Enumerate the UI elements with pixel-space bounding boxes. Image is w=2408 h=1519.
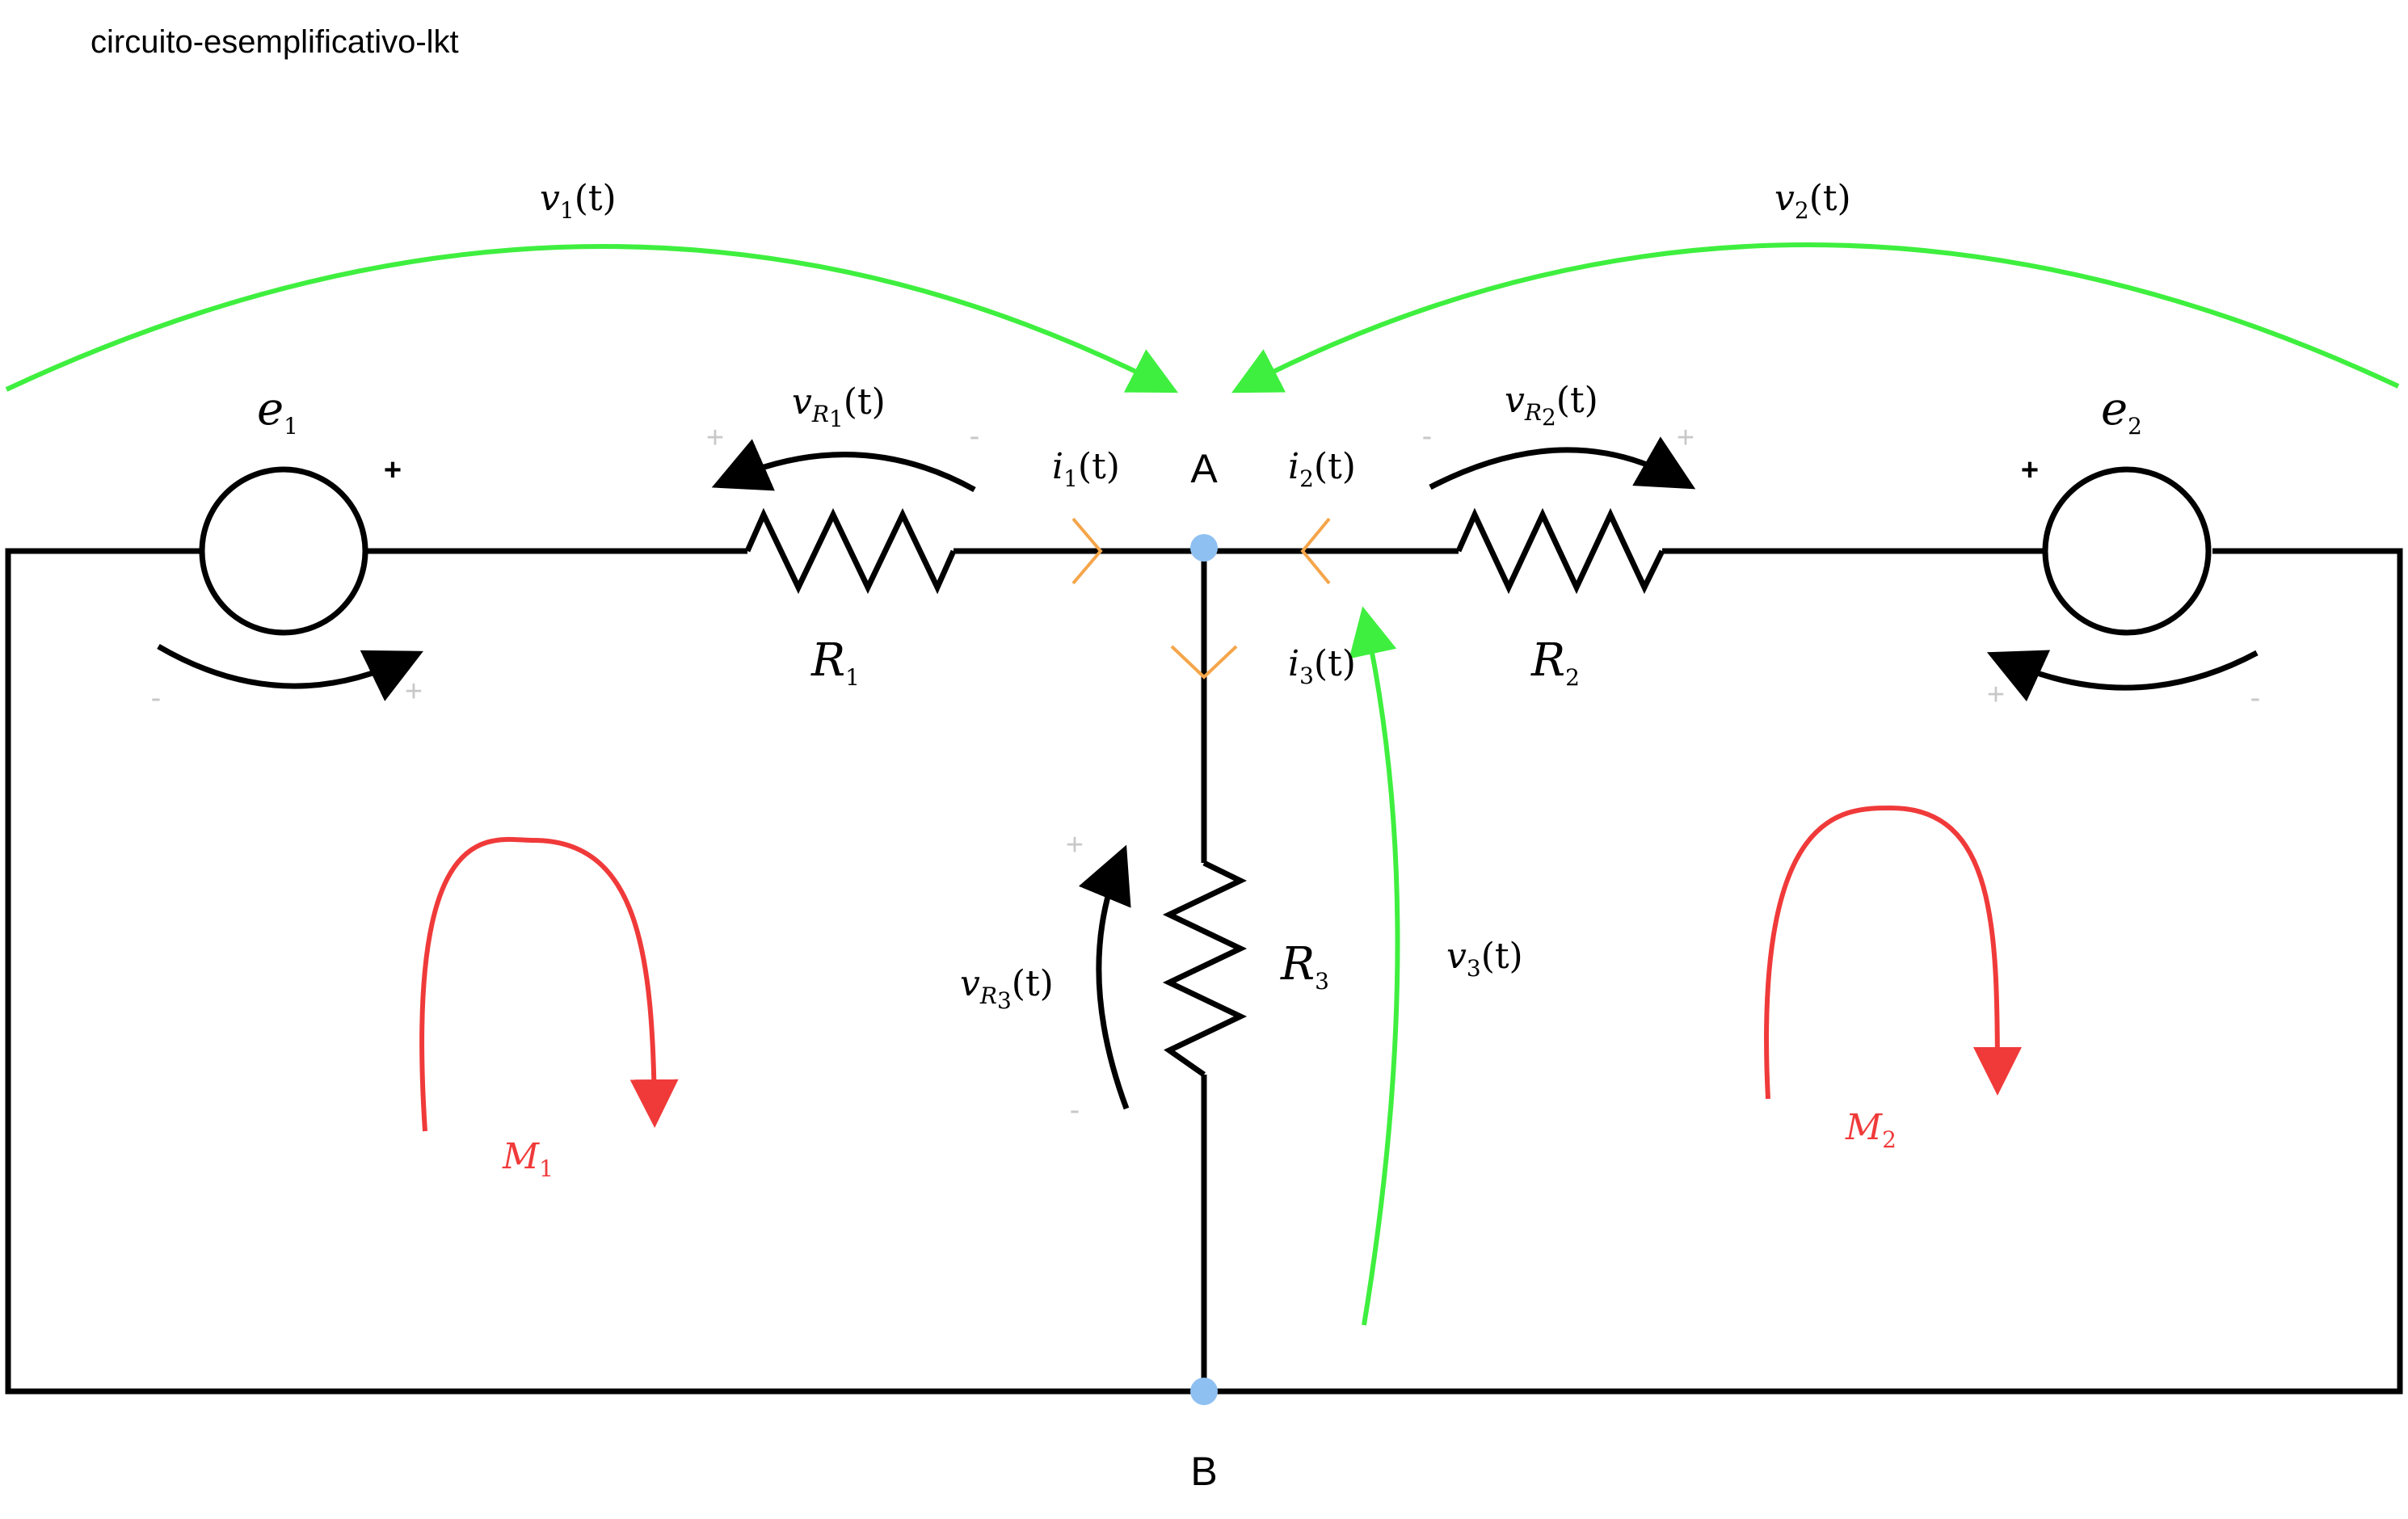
current-i1-label: i1(t) (1052, 446, 1120, 492)
wire-right-loop (1204, 548, 2403, 1395)
voltage-source-e2-symbol (2042, 466, 2212, 636)
source-e1-label: e1 (257, 383, 298, 440)
node-a-dot (1190, 534, 1218, 562)
node-b-label: B (1190, 1449, 1217, 1494)
resistor-r3-label: R3 (1280, 938, 1329, 995)
source-e2-label: e2 (2101, 383, 2142, 440)
resistor-r1-label: R1 (810, 634, 860, 691)
voltage-e1-arrow (157, 643, 423, 701)
voltage-v1-label: v1(t) (540, 178, 617, 224)
voltage-vr3-arrow (1078, 844, 1131, 1110)
e2-arrow-plus-sign: + (1987, 678, 2005, 712)
voltage-vr2-label: vR2(t) (1505, 380, 1598, 431)
voltage-v3-label: v3(t) (1446, 936, 1523, 982)
resistor-r2-label: R2 (1530, 634, 1580, 691)
circuit-wires (5, 548, 2403, 1395)
vr3-minus-sign: - (1070, 1093, 1080, 1127)
resistor-r2-symbol (1455, 507, 1665, 595)
wire-left-loop (5, 548, 1204, 1395)
current-i2-marker (1300, 517, 1331, 585)
voltage-vr3-label: vR3(t) (960, 963, 1054, 1014)
voltage-e2-arrow (1986, 650, 2259, 702)
source-e2-plus-sign: + (2021, 453, 2039, 487)
mesh-m1-label: M1 (502, 1136, 554, 1182)
e1-arrow-minus-sign: - (151, 681, 162, 715)
source-e1-plus-sign: + (384, 453, 402, 487)
mesh-m2-label: M2 (1845, 1107, 1897, 1153)
current-i2-label: i2(t) (1288, 446, 1356, 492)
mesh-m2-arrow (1764, 805, 2022, 1100)
vr1-minus-sign: - (970, 419, 980, 453)
voltage-v2-label: v2(t) (1774, 178, 1851, 224)
node-a-label: A (1190, 446, 1218, 491)
voltage-v2-arrow (1231, 242, 2400, 393)
voltage-vr1-label: vR1(t) (792, 381, 886, 432)
voltage-v1-arrow (5, 244, 1179, 393)
vr1-plus-sign: + (706, 421, 724, 455)
current-i3-marker (1170, 645, 1238, 680)
e2-arrow-minus-sign: - (2250, 681, 2261, 715)
current-i1-marker (1071, 517, 1103, 585)
vr2-minus-sign: - (1422, 419, 1433, 453)
resistor-r1-symbol (744, 507, 957, 595)
current-i3-label: i3(t) (1288, 643, 1356, 689)
resistor-r3-symbol (1162, 860, 1248, 1077)
voltage-vr1-arrow (711, 439, 976, 493)
node-b-dot (1190, 1378, 1218, 1405)
mesh-m1-arrow (419, 836, 679, 1132)
voltage-source-e1-symbol (199, 466, 368, 636)
voltage-vr2-arrow (1429, 436, 1696, 490)
vr2-plus-sign: + (1677, 421, 1694, 455)
e1-arrow-plus-sign: + (405, 675, 423, 709)
page-title: circuito-esemplificativo-lkt (91, 24, 459, 60)
voltage-v3-arrow (1349, 606, 1400, 1326)
vr3-plus-sign: + (1066, 828, 1084, 862)
